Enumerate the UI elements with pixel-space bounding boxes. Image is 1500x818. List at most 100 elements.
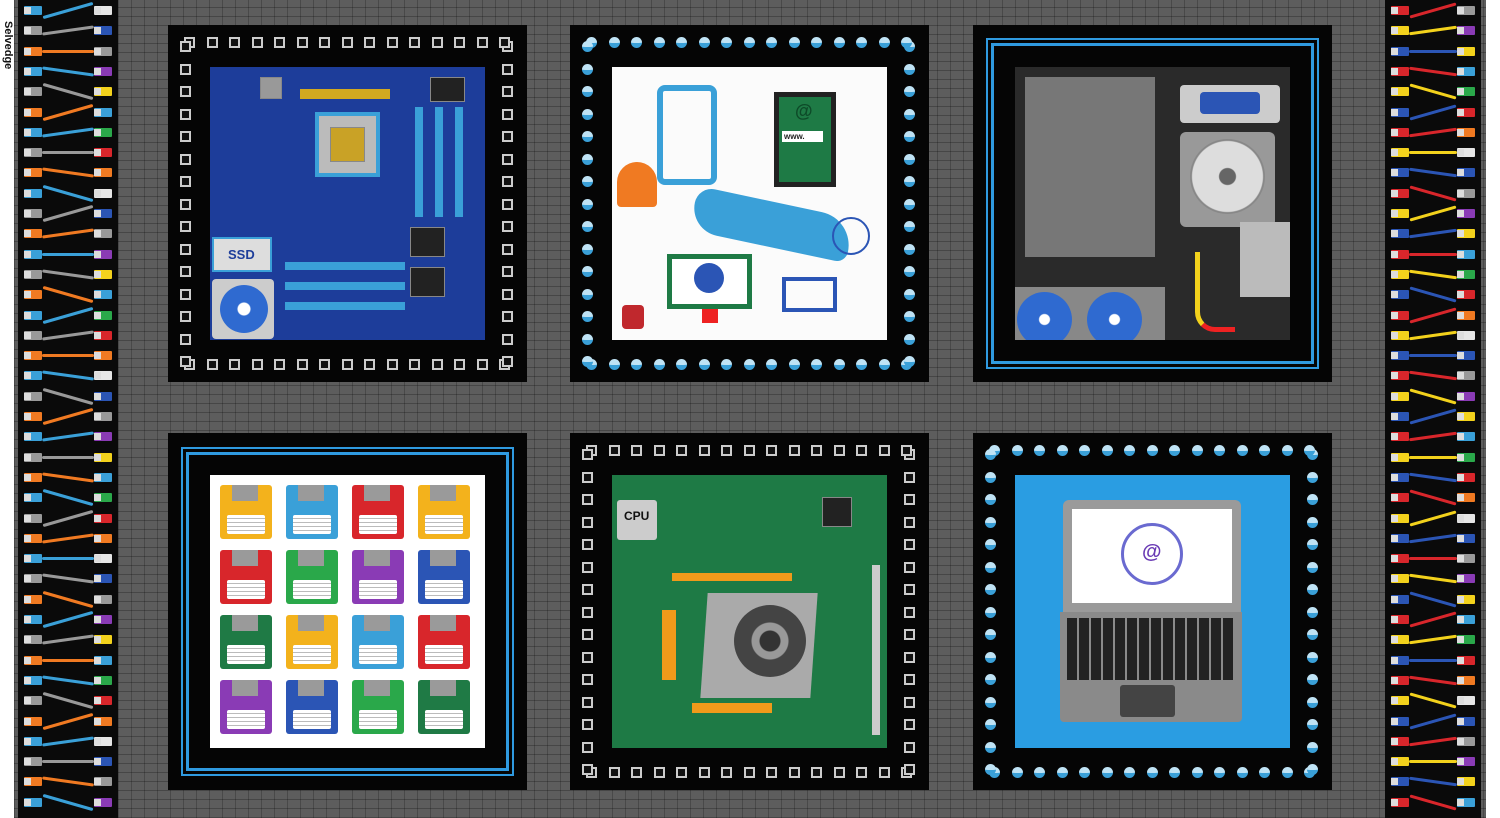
cable-wire (1409, 49, 1457, 53)
usb-plug-icon (24, 46, 42, 56)
floppy-disk-icon (352, 550, 404, 604)
cable-wire (42, 252, 94, 256)
graphics-card-panel: CPU (570, 433, 929, 790)
usb-plug-icon (94, 635, 112, 645)
usb-plug-icon (1391, 310, 1409, 320)
cable-wire (42, 455, 94, 459)
usb-plug-icon (1457, 675, 1475, 685)
dotted-border-circle (1307, 539, 1318, 550)
usb-plug-icon (24, 351, 42, 361)
usb-plug-icon (94, 533, 112, 543)
chip-border-square (901, 445, 912, 456)
usb-plug-icon (1457, 351, 1475, 361)
usb-plug-icon (1457, 188, 1475, 198)
usb-plug-icon (1391, 412, 1409, 421)
dotted-border-circle (904, 131, 915, 142)
chip-border-square (582, 584, 593, 595)
dotted-border-circle (985, 516, 996, 528)
chip-border-square (502, 108, 513, 120)
cable-wire (1409, 712, 1457, 730)
usb-plug-icon (1391, 655, 1409, 665)
cable-wire (42, 533, 94, 544)
dotted-border-circle (653, 37, 665, 48)
chip-border-square (180, 221, 191, 232)
dotted-border-circle (833, 37, 845, 48)
dotted-border-circle (582, 333, 593, 345)
usb-plug-icon (24, 269, 42, 279)
usb-plug-icon (1391, 6, 1409, 15)
chip-border-square (502, 153, 513, 165)
floppy-disk-icon (418, 680, 470, 734)
usb-plug-icon (1391, 675, 1409, 685)
chip-border-square (502, 266, 513, 277)
graphics-card-image: CPU (612, 475, 887, 748)
cable-wire (42, 692, 94, 710)
usb-plug-icon (24, 432, 42, 442)
usb-plug-icon (1457, 148, 1475, 158)
cable-wire (42, 354, 94, 358)
dotted-border-circle (856, 37, 867, 48)
chip-border-square (274, 37, 285, 48)
floppy-disk-icon (352, 680, 404, 734)
dotted-border-circle (1011, 767, 1023, 778)
usb-plug-icon (24, 797, 42, 807)
chip-border-square (476, 37, 488, 48)
usb-plug-icon (24, 554, 42, 564)
dotted-border-circle (904, 176, 915, 187)
dotted-border-circle (985, 606, 996, 618)
chip-border-square (180, 311, 191, 322)
dotted-border-circle (1169, 767, 1180, 778)
usb-plug-icon (1457, 493, 1475, 503)
usb-plug-icon (94, 615, 112, 624)
usb-plug-icon (24, 209, 42, 218)
dotted-border-circle (1307, 561, 1318, 573)
dotted-border-circle (1307, 606, 1318, 618)
cable-wire (1409, 736, 1457, 747)
usb-plug-icon (1457, 716, 1475, 726)
cable-wire (42, 49, 94, 53)
chip-border-square (502, 131, 513, 142)
cable-wire (42, 184, 94, 202)
usb-plug-icon (1457, 452, 1475, 462)
dotted-border-circle (1101, 767, 1113, 778)
cable-wire (1409, 286, 1457, 303)
cable-wire (42, 330, 94, 341)
usb-plug-icon (94, 87, 112, 97)
dotted-border-circle (904, 63, 915, 75)
usb-plug-icon (1457, 107, 1475, 117)
chip-border-square (582, 741, 593, 753)
chip-border-square (582, 674, 593, 685)
cable-wire (42, 658, 94, 662)
usb-plug-icon (94, 777, 112, 787)
chip-border-square (582, 561, 593, 573)
usb-plug-icon (1457, 229, 1475, 239)
selvedge-label: Selvedge (2, 21, 14, 70)
dotted-border-circle (985, 719, 996, 730)
dotted-border-circle (1034, 767, 1045, 778)
usb-plug-icon (1457, 777, 1475, 787)
floppy-disk-panel (168, 433, 527, 790)
usb-plug-icon (1457, 66, 1475, 76)
cable-wire (1409, 25, 1457, 36)
chip-border-square (180, 243, 191, 255)
chip-border-square (582, 696, 593, 708)
dotted-border-circle (582, 63, 593, 75)
cable-wire (42, 431, 94, 442)
chip-border-square (676, 767, 687, 778)
cable-border-left (18, 0, 118, 818)
usb-plug-icon (24, 87, 42, 97)
usb-plug-icon (94, 513, 112, 523)
usb-plug-icon (24, 6, 42, 15)
chip-border-square (319, 37, 330, 48)
chip-border-square (431, 37, 443, 48)
chip-border-square (878, 767, 890, 778)
cable-wire (1409, 760, 1457, 764)
dotted-border-circle (582, 41, 593, 52)
lock-icon (622, 305, 644, 329)
usb-plug-icon (24, 594, 42, 604)
usb-plug-icon (94, 107, 112, 117)
chip-border-square (766, 767, 777, 778)
usb-plug-icon (24, 452, 42, 462)
dotted-border-circle (1191, 767, 1203, 778)
chip-border-square (582, 449, 593, 460)
